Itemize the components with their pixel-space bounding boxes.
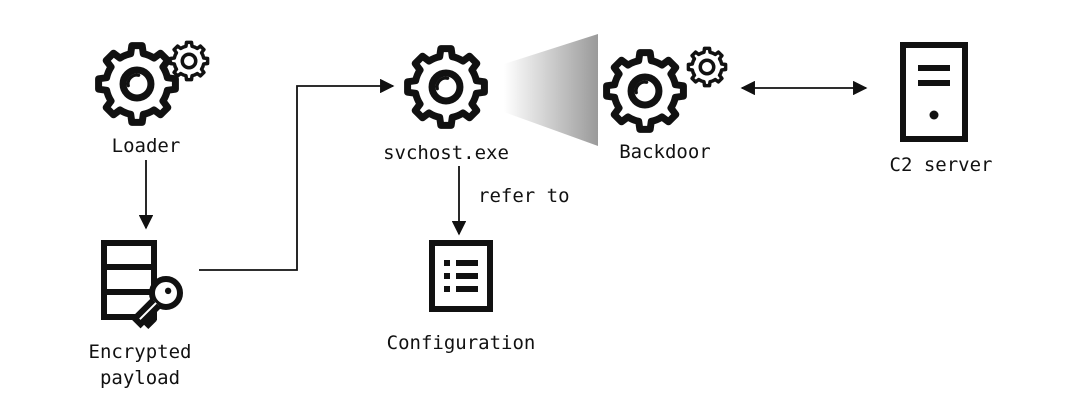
svchost-label: svchost.exe [383,142,509,164]
encrypted-payload-label-line1: Encrypted [89,341,192,363]
gear-outline [686,46,728,88]
encrypted-payload-label-line2: payload [100,367,180,389]
loader-big-gear-icon [95,42,179,126]
gear-hub [627,73,663,109]
loader-label: Loader [112,135,181,157]
key-icon [130,276,183,330]
backdoor-label: Backdoor [619,141,711,163]
svchost-gear-icon [404,45,488,129]
config-list-icon [429,240,493,312]
gear-outline [95,42,179,126]
gear-highlight [634,80,649,95]
gear-highlight [126,73,141,88]
server-icon [900,42,968,142]
gear-highlight [435,76,450,91]
backdoor-big-gear-icon [603,49,687,133]
gear-hub [428,69,464,105]
gear-outline [603,49,687,133]
injection-beam-shape [504,34,598,146]
gear-outline [404,45,488,129]
encrypted-database-key-icon [101,240,183,330]
backdoor-gears-icon [603,46,728,133]
refer-to-label: refer to [478,185,570,207]
loader-gears-icon [95,40,210,126]
loader-small-gear-icon [168,40,210,82]
gear-hub [698,58,716,76]
payload-to-svchost-arrow [199,78,395,271]
gear-hub [119,66,155,102]
c2-server-label: C2 server [890,154,993,176]
backdoor-small-gear-icon [686,46,728,88]
gear-hub [180,52,198,70]
gear-outline [168,40,210,82]
configuration-label: Configuration [387,332,536,354]
